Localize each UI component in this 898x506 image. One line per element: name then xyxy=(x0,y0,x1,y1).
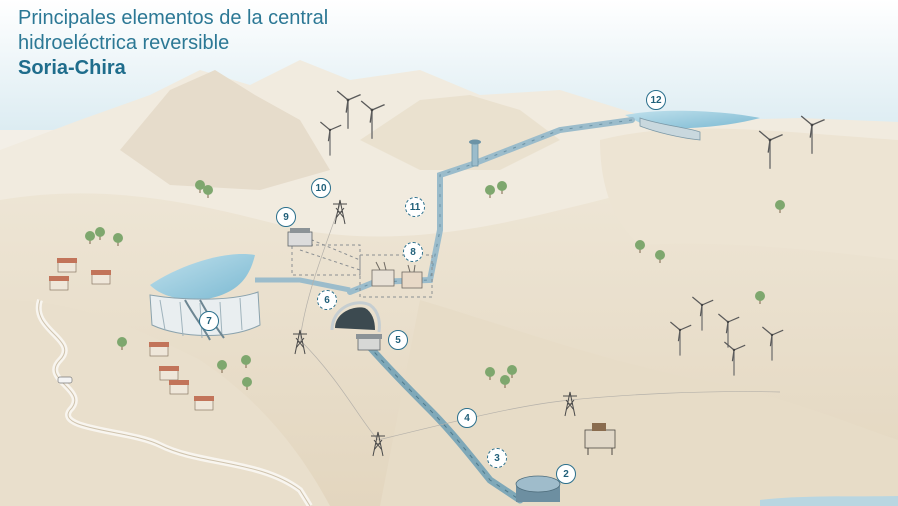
tree-icon xyxy=(755,291,765,304)
tree-icon xyxy=(775,200,785,213)
valley-shadow xyxy=(380,300,898,506)
tree-icon xyxy=(485,185,495,198)
tree-icon xyxy=(655,250,665,263)
wind-turbine-icon xyxy=(718,313,740,348)
power-line-2 xyxy=(377,399,571,441)
substation-icon xyxy=(371,261,423,289)
lower-conduit xyxy=(255,277,351,293)
control-building-icon xyxy=(287,228,313,247)
marker-3[interactable]: 3 xyxy=(487,448,507,468)
tree-icon xyxy=(507,365,517,378)
transmission-tower-icon xyxy=(371,431,385,457)
tree-icon xyxy=(500,375,510,388)
tree-icon xyxy=(195,180,205,193)
mountain-left xyxy=(120,70,330,190)
powerhouse-icon xyxy=(356,334,382,351)
wind-turbine-icon xyxy=(724,341,746,376)
house-icon xyxy=(169,380,189,395)
left-slope xyxy=(0,300,330,506)
tree-icon xyxy=(242,377,252,390)
tree-icon xyxy=(95,227,105,240)
power-line-1 xyxy=(299,339,379,441)
upper-dam xyxy=(639,117,701,141)
wind-turbine-icon xyxy=(360,100,385,139)
tree-icon xyxy=(85,231,95,244)
switchyard-zone xyxy=(291,244,361,276)
house-icon xyxy=(149,342,169,357)
coast xyxy=(760,496,898,506)
wind-turbine-icon xyxy=(762,326,784,361)
tree-icon xyxy=(635,240,645,253)
marker-6[interactable]: 6 xyxy=(317,290,337,310)
marker-12[interactable]: 12 xyxy=(646,90,666,110)
tree-icon xyxy=(117,337,127,350)
house-icon xyxy=(57,258,77,273)
marker-5[interactable]: 5 xyxy=(388,330,408,350)
wind-turbine-icon xyxy=(320,121,342,156)
power-line-4 xyxy=(299,204,341,341)
transmission-tower-icon xyxy=(333,199,347,225)
wind-turbine-icon xyxy=(336,90,361,129)
tunnel-portal xyxy=(335,307,375,330)
desalination-plant-icon xyxy=(584,423,616,455)
tree-icon xyxy=(217,360,227,373)
surge-shaft xyxy=(471,141,479,167)
marker-11[interactable]: 11 xyxy=(405,197,425,217)
marker-7[interactable]: 7 xyxy=(199,311,219,331)
substation-zone xyxy=(359,254,433,298)
power-line-3 xyxy=(569,391,781,401)
car-icon xyxy=(57,376,73,384)
title-line-3: Soria-Chira xyxy=(18,57,126,79)
lower-reservoir xyxy=(150,254,255,300)
title-line-2: hidroeléctrica reversible xyxy=(18,32,230,54)
title-block: Principales elementos de la central hidr… xyxy=(18,6,328,81)
tree-icon xyxy=(241,355,251,368)
marker-2[interactable]: 2 xyxy=(556,464,576,484)
tree-icon xyxy=(113,233,123,246)
wind-turbine-icon xyxy=(758,130,783,169)
house-icon xyxy=(49,276,69,291)
tree-icon xyxy=(497,181,507,194)
wind-turbine-icon xyxy=(800,115,825,154)
marker-4[interactable]: 4 xyxy=(457,408,477,428)
wind-turbine-icon xyxy=(692,296,714,331)
pumping-station-icon xyxy=(515,475,561,502)
tree-icon xyxy=(485,367,495,380)
house-icon xyxy=(91,270,111,285)
marker-8[interactable]: 8 xyxy=(403,242,423,262)
marker-9[interactable]: 9 xyxy=(276,207,296,227)
ridge-right xyxy=(600,128,898,260)
wind-turbine-icon xyxy=(670,321,692,356)
title-line-1: Principales elementos de la central xyxy=(18,7,329,29)
marker-10[interactable]: 10 xyxy=(311,178,331,198)
house-icon xyxy=(194,396,214,411)
tree-icon xyxy=(203,185,213,198)
transmission-tower-icon xyxy=(563,391,577,417)
transmission-tower-icon xyxy=(293,329,307,355)
house-icon xyxy=(159,366,179,381)
